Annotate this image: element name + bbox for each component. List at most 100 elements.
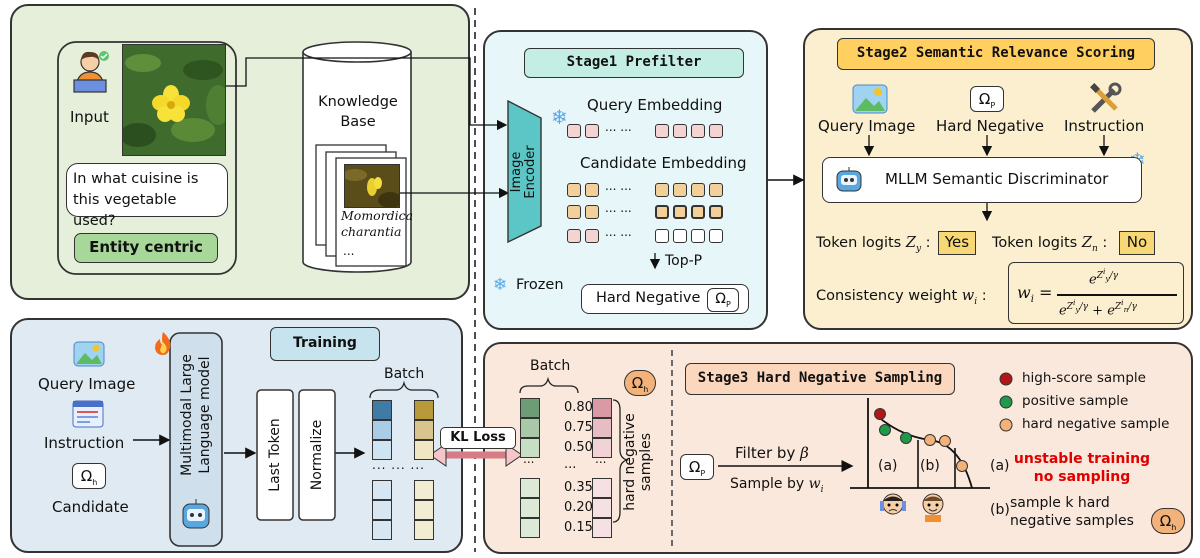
embedding-cell	[655, 124, 669, 138]
embedding-cell	[673, 229, 687, 243]
batch-cell	[414, 400, 434, 420]
image-encoder-label: Image Encoder	[509, 145, 538, 199]
batch-cell	[372, 400, 392, 420]
batch-cell	[372, 500, 392, 520]
batch-cell	[372, 480, 392, 500]
kb-item-image	[344, 164, 400, 208]
plot-point	[924, 434, 936, 446]
image-icon	[852, 84, 888, 114]
batch-cell	[520, 398, 540, 418]
embedding-cell	[585, 183, 599, 197]
omega-p-icon: ΩP	[707, 288, 739, 312]
stage2-title: Stage2 Semantic Relevance Scoring	[837, 38, 1155, 70]
plot-point	[879, 424, 891, 436]
embedding-cell	[709, 183, 723, 197]
batch-cell	[414, 480, 434, 500]
happy-face-icon	[920, 492, 946, 522]
score-label: 0.75	[564, 420, 593, 435]
score-label: 0.80	[564, 400, 593, 415]
discriminator-label: MLLM Semantic Discriminator	[885, 170, 1109, 188]
embedding-cell	[655, 205, 669, 219]
batch-cell	[592, 498, 612, 518]
region-a-label: (a)	[878, 458, 898, 474]
omega-h-icon: Ωh	[72, 463, 106, 489]
batch-cell	[520, 438, 540, 458]
discriminator-box: MLLM Semantic Discriminator	[822, 157, 1142, 203]
sample-by-label: Sample by wi	[730, 476, 824, 495]
instruction-icon	[72, 400, 104, 428]
stressed-face-icon	[880, 492, 906, 522]
user-laptop-icon	[70, 48, 112, 96]
batch-cell	[592, 418, 612, 438]
plot-point	[874, 408, 886, 420]
normalize-label: Normalize	[309, 419, 325, 491]
note-b-marker: (b)	[990, 502, 1010, 518]
batch-cell	[592, 518, 612, 538]
embedding-cell	[691, 229, 705, 243]
batch-cell	[520, 478, 540, 498]
stage2-hard-negative-label: Hard Negative	[936, 117, 1044, 135]
embedding-cell	[673, 205, 687, 219]
score-label: 0.20	[564, 500, 593, 515]
plot-point	[900, 432, 912, 444]
yes-badge: Yes	[938, 231, 976, 255]
robot-icon	[180, 498, 212, 532]
embedding-dots: ... ...	[605, 179, 632, 193]
image-icon	[73, 341, 105, 367]
plot-point	[939, 435, 951, 447]
training-batch-label: Batch	[384, 366, 425, 382]
fire-icon	[152, 330, 174, 356]
omega-h-icon: Ωh	[1151, 508, 1185, 534]
batch-cell	[414, 420, 434, 440]
embedding-cell	[567, 183, 581, 197]
batch-cell	[592, 398, 612, 418]
stage2-instruction-label: Instruction	[1064, 117, 1145, 135]
kb-item-name: Momordica charantia	[341, 208, 414, 239]
embedding-cell	[673, 124, 687, 138]
embedding-cell	[585, 124, 599, 138]
question-text: In what cuisine is this vegetable used?	[73, 171, 199, 229]
consistency-formula: wi = eZiy/γ eZiy/γ + eZin/γ	[1008, 262, 1184, 324]
legend-marker	[999, 418, 1013, 432]
batch-cell	[520, 498, 540, 518]
candidate-embedding-label: Candidate Embedding	[580, 154, 747, 172]
snowflake-icon: ❄	[493, 275, 508, 295]
batch-cell	[414, 520, 434, 540]
batch-cell	[520, 518, 540, 538]
filter-by-label: Filter by β	[735, 444, 809, 462]
stage3-batch-label: Batch	[530, 358, 571, 374]
entity-centric-label: Entity centric	[74, 233, 218, 263]
omega-h-icon: Ωh	[624, 370, 656, 396]
batch-cell	[372, 520, 392, 540]
frozen-label: Frozen	[516, 277, 564, 293]
legend-label: positive sample	[1022, 393, 1129, 409]
embedding-cell	[691, 183, 705, 197]
batch-cell	[372, 440, 392, 460]
query-embedding-label: Query Embedding	[587, 96, 723, 114]
legend-marker	[999, 372, 1013, 386]
score-label: 0.35	[564, 480, 593, 495]
embedding-cell	[585, 229, 599, 243]
note-a-marker: (a)	[990, 458, 1010, 474]
query-flower-image	[122, 44, 226, 156]
embedding-cell	[709, 205, 723, 219]
stage2-query-image-label: Query Image	[818, 117, 916, 135]
training-batch-dots: ... ... ...	[372, 458, 425, 472]
embedding-cell	[567, 205, 581, 219]
stage1-title: Stage1 Prefilter	[524, 48, 744, 78]
top-p-label: Top-P	[665, 253, 703, 269]
batch-cell	[414, 500, 434, 520]
training-candidate-label: Candidate	[52, 498, 129, 516]
mllm-label: Multimodal Large Language model	[179, 354, 213, 476]
legend-label: hard negative sample	[1022, 416, 1170, 432]
embedding-cell	[691, 205, 705, 219]
last-token-label: Last Token	[267, 418, 283, 492]
token-logits-n-label: Token logits Zn :	[992, 235, 1108, 254]
hard-negative-label: Hard Negative	[596, 290, 701, 306]
embedding-cell	[709, 229, 723, 243]
score-label: 0.15	[564, 520, 593, 535]
training-title: Training	[270, 327, 380, 361]
batch-dots: ...	[523, 452, 535, 466]
embedding-dots: ... ...	[605, 225, 632, 239]
score-label: 0.50	[564, 440, 593, 455]
